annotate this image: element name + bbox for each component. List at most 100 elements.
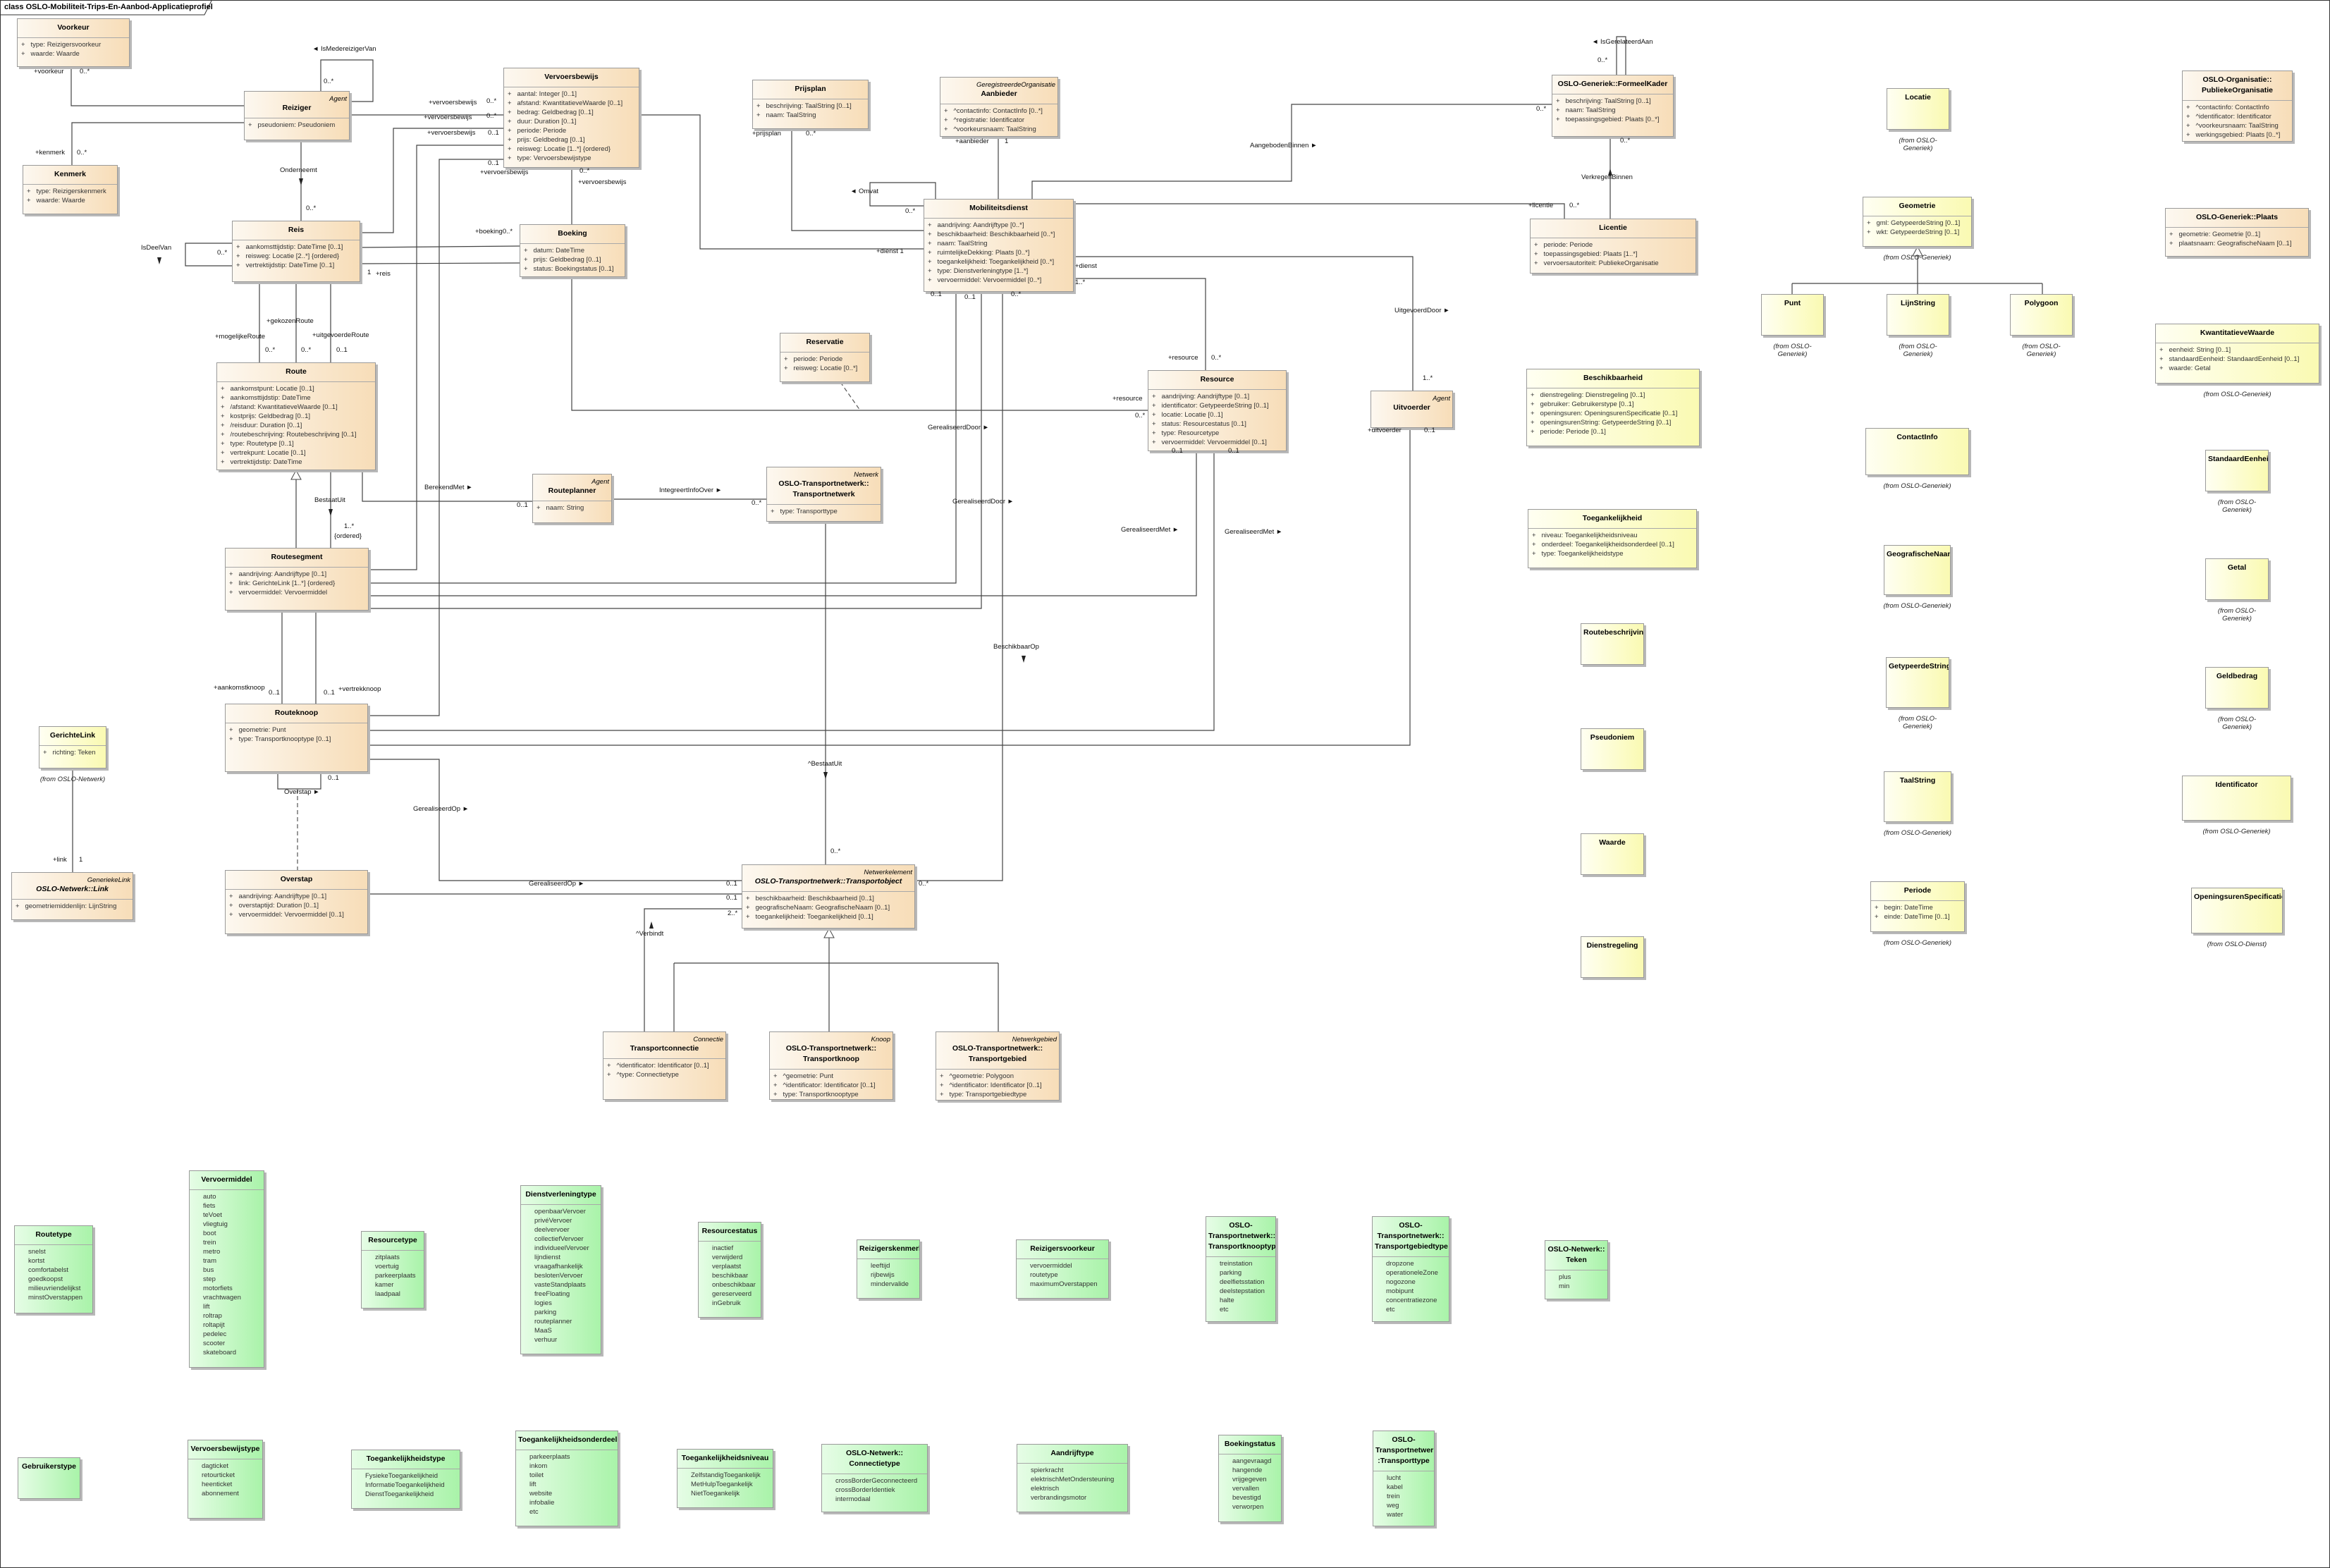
association-line[interactable]: [1031, 104, 1552, 199]
datatype-geografischenaam[interactable]: GeografischeNaam: [1884, 545, 1951, 595]
class-formeelkader[interactable]: OSLO-Generiek::FormeelKader+ beschrijvin…: [1552, 75, 1674, 137]
association-line[interactable]: [71, 122, 244, 165]
class-reservatie[interactable]: Reservatie+ periode: Periode+ reisweg: L…: [780, 333, 870, 382]
association-line[interactable]: [70, 67, 244, 106]
datatype-beschikbaarheid[interactable]: Beschikbaarheid+ dienstregeling: Dienstr…: [1526, 369, 1700, 446]
datatype-locatie[interactable]: Locatie: [1887, 88, 1949, 130]
association-line[interactable]: [639, 114, 924, 250]
class-resource[interactable]: Resource+ aandrijving: Aandrijftype [0..…: [1148, 370, 1287, 451]
association-line[interactable]: [1616, 36, 1626, 75]
datatype-contactinfo[interactable]: ContactInfo: [1865, 428, 1969, 475]
datatype-kwantitatievewaarde[interactable]: KwantitatieveWaarde+ eenheid: String [0.…: [2155, 324, 2319, 384]
association-line[interactable]: [1074, 203, 1565, 219]
association-class-dashed-line[interactable]: [840, 381, 861, 411]
association-line[interactable]: [368, 759, 742, 881]
class-plaats[interactable]: OSLO-Generiek::Plaats+ geometrie: Geomet…: [2165, 208, 2309, 257]
datatype-routebeschrijving[interactable]: Routebeschrijving: [1581, 623, 1644, 665]
datatype-getal[interactable]: Getal: [2205, 558, 2269, 600]
datatype-openingsurenspecificatie[interactable]: OpeningsurenSpecificatie: [2191, 888, 2283, 933]
datatype-geometrie[interactable]: Geometrie+ gml: GetypeerdeString [0..1]+…: [1863, 197, 1972, 247]
association-line[interactable]: [791, 129, 924, 231]
association-line[interactable]: [915, 292, 1003, 881]
association-line[interactable]: [185, 243, 232, 267]
association-line[interactable]: [360, 245, 520, 248]
class-overstap[interactable]: Overstap+ aandrijving: Aandrijftype [0..…: [225, 870, 368, 934]
association-line[interactable]: [369, 292, 957, 584]
datatype-punt[interactable]: Punt: [1761, 294, 1824, 336]
class-licentie[interactable]: Licentie+ periode: Periode+ toepassingsg…: [1530, 219, 1696, 274]
association-line[interactable]: [869, 182, 936, 207]
association-line[interactable]: [368, 159, 503, 716]
datatype-toegankelijkheid[interactable]: Toegankelijkheid+ niveau: Toegankelijkhe…: [1528, 509, 1697, 568]
class-routesegment[interactable]: Routesegment+ aandrijving: Aandrijftype …: [225, 548, 369, 611]
datatype-periode[interactable]: Periode+ begin: DateTime+ einde: DateTim…: [1870, 881, 1965, 932]
association-line[interactable]: [362, 470, 532, 502]
class-mobiliteitsdienst[interactable]: Mobiliteitsdienst+ aandrijving: Aandrijf…: [924, 199, 1074, 292]
association-line[interactable]: [1074, 256, 1414, 391]
association-line[interactable]: [644, 908, 742, 1031]
class-kenmerk[interactable]: Kenmerk+ type: Reizigerskenmerk+ waarde:…: [23, 165, 118, 214]
association-name-label: IsDeelVan: [141, 244, 172, 252]
association-line[interactable]: [369, 451, 1197, 596]
enumeration-gebruikerstype[interactable]: Gebruikerstype: [18, 1457, 80, 1499]
class-prijsplan[interactable]: Prijsplan+ beschrijving: TaalString [0..…: [752, 80, 869, 129]
datatype-polygoon[interactable]: Polygoon: [2010, 294, 2073, 336]
datatype-lijnstring[interactable]: LijnString: [1887, 294, 1949, 336]
datatype-gerichtelink[interactable]: GerichteLink+ richting: Teken: [39, 726, 106, 768]
attribute: + vertrekpunt: Locatie [0..1]: [221, 449, 306, 457]
datatype-identificator[interactable]: Identificator: [2182, 776, 2291, 821]
association-line[interactable]: [368, 428, 1411, 746]
class-voorkeur[interactable]: Voorkeur+ type: Reizigersvoorkeur+ waard…: [17, 18, 130, 67]
datatype-standaardeenheid[interactable]: StandaardEenheid: [2205, 450, 2269, 491]
class-vervoersbewijs[interactable]: Vervoersbewijs+ aantal: Integer [0..1]+ …: [503, 68, 639, 168]
datatype-pseudoniem[interactable]: Pseudoniem: [1581, 728, 1644, 770]
datatype-taalstring[interactable]: TaalString: [1884, 771, 1951, 822]
datatype-geldbedrag[interactable]: Geldbedrag: [2205, 667, 2269, 709]
association-line[interactable]: [277, 772, 321, 790]
association-line[interactable]: [360, 128, 503, 233]
enumeration-transportknooptype[interactable]: OSLO- Transportnetwerk:: Transportknoopt…: [1206, 1216, 1276, 1322]
association-line[interactable]: [368, 451, 1215, 731]
association-line[interactable]: [369, 292, 982, 609]
association-line[interactable]: [369, 145, 503, 570]
class-boeking[interactable]: Boeking+ datum: DateTime+ prijs: Geldbed…: [520, 224, 625, 277]
datatype-getypeerdestring[interactable]: GetypeerdeString: [1886, 657, 1949, 708]
datatype-waarde[interactable]: Waarde: [1581, 833, 1644, 875]
datatype-dienstregeling[interactable]: Dienstregeling: [1581, 936, 1644, 978]
association-line[interactable]: [360, 262, 520, 264]
class-routeknoop[interactable]: Routeknoop+ geometrie: Punt+ type: Trans…: [225, 704, 368, 772]
enumeration-transportgebiedtype[interactable]: OSLO- Transportnetwerk:: Transportgebied…: [1372, 1216, 1449, 1322]
association-line[interactable]: [320, 59, 374, 102]
class-route[interactable]: Route+ aankomstpunt: Locatie [0..1]+ aan…: [216, 362, 376, 470]
class-reis[interactable]: Reis+ aankomsttijdstip: DateTime [0..1]+…: [232, 221, 360, 282]
association-line[interactable]: [1074, 278, 1206, 370]
class-publiekeorganisatie[interactable]: OSLO-Organisatie:: PubliekeOrganisatie+ …: [2182, 71, 2293, 142]
class-header: OpeningsurenSpecificatie: [2192, 888, 2282, 907]
